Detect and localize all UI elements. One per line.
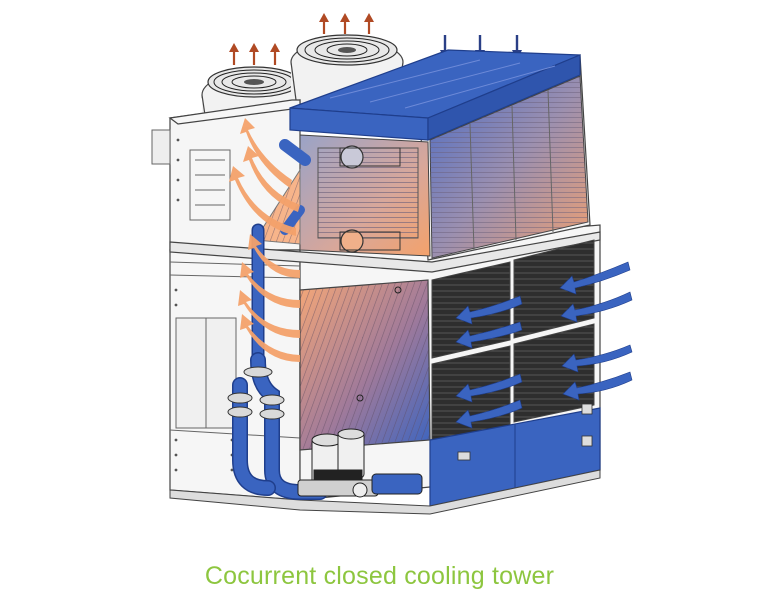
spray-water-tray [289, 49, 581, 141]
base-frame [169, 469, 601, 515]
curved-arrow-icon [561, 344, 633, 373]
curved-arrow-icon [455, 295, 523, 325]
up-arrow-icon [340, 13, 350, 34]
pump-icon [297, 428, 423, 498]
curved-arrow-icon [248, 234, 300, 278]
up-arrow-icon [364, 13, 374, 34]
exhaust-arrows [229, 13, 374, 65]
curved-arrow-icon [455, 321, 523, 349]
pipe-flanges [227, 366, 285, 420]
curved-arrow-icon [229, 166, 296, 236]
curved-arrow-icon [240, 118, 292, 188]
curved-arrow-icon [238, 290, 300, 338]
cool-air-arrows [455, 261, 633, 429]
curved-arrow-icon [560, 291, 633, 323]
curved-arrow-icon [455, 373, 523, 403]
coil-headers [299, 134, 431, 257]
rivets [174, 138, 234, 472]
curved-arrow-icon [240, 262, 300, 308]
curved-arrow-icon [240, 314, 300, 362]
curved-arrow-icon [243, 146, 300, 212]
up-arrow-icon [319, 13, 329, 34]
curved-arrow-icon [559, 261, 631, 295]
warm-air-arrows [229, 118, 300, 362]
up-arrow-icon [249, 43, 259, 65]
curved-arrow-icon [455, 399, 523, 429]
curved-arrow-icon [562, 371, 633, 401]
figure-caption: Cocurrent closed cooling tower [204, 562, 555, 590]
up-arrow-icon [229, 43, 239, 65]
up-arrow-icon [270, 43, 280, 65]
